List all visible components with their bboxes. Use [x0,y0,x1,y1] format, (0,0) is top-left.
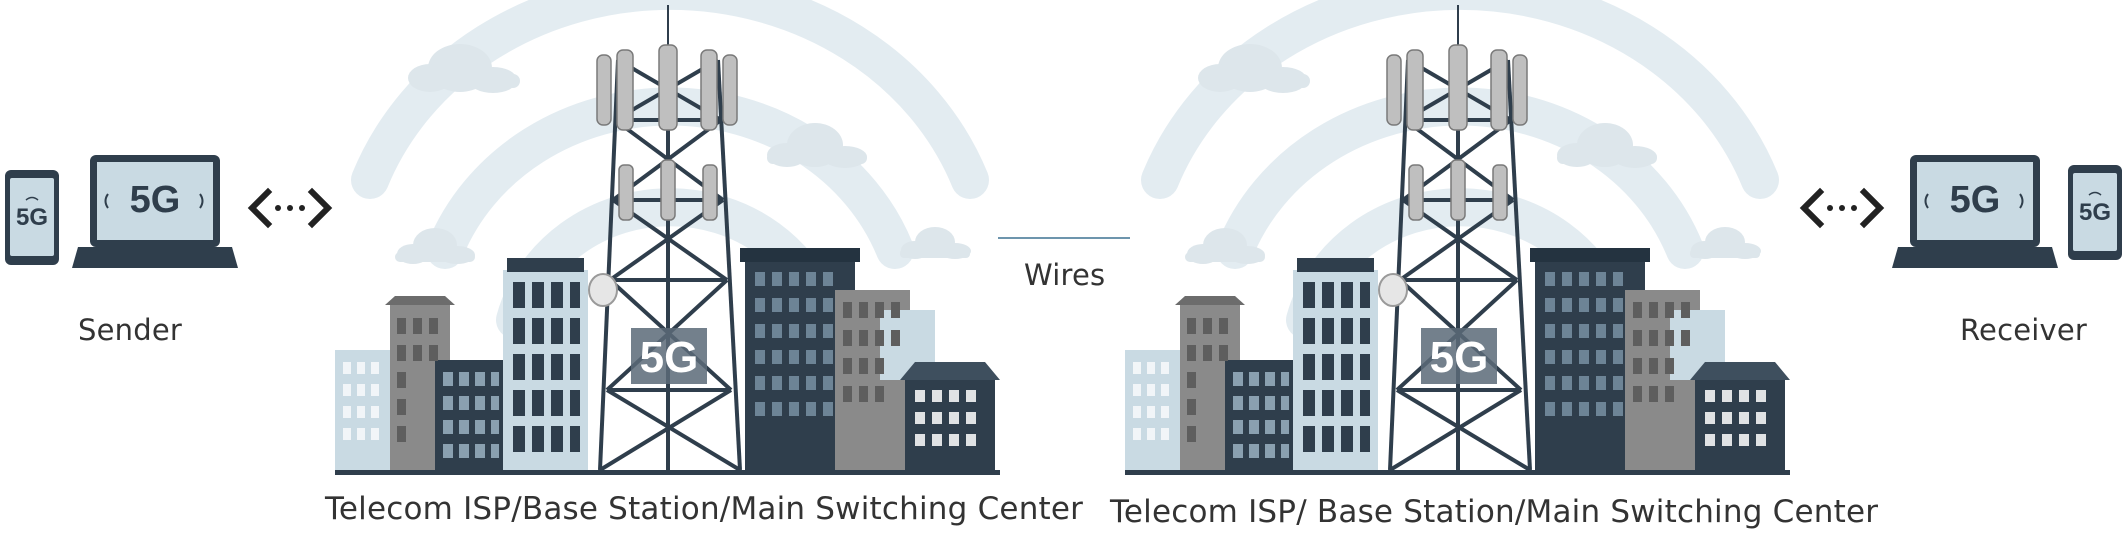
cloud-icon [395,44,971,264]
city-buildings-icon [335,248,1000,475]
station-right: 5G [1125,0,1795,480]
sender-phone-icon: 5G [5,170,59,265]
sender-devices: 5G 5G [0,150,340,290]
wire-label: Wires [1024,258,1106,292]
station-right-tower-text: 5G [1430,333,1489,382]
sender-laptop-icon: 5G [72,155,238,268]
cloud-icon [1185,44,1761,264]
station-left: 5G [335,0,1005,480]
receiver-label: Receiver [1960,313,2088,347]
sender-label: Sender [78,313,183,347]
receiver-connection-arrow-icon [1799,187,1885,229]
sender-connection-arrow-icon [247,187,333,229]
wire-line [998,237,1130,239]
station-left-tower-text: 5G [640,333,699,382]
station-left-caption: Telecom ISP/Base Station/Main Switching … [325,491,1084,527]
sender-phone-text: 5G [16,204,48,231]
receiver-devices: 5G 5G [1785,150,2125,290]
receiver-phone-icon: 5G [2068,165,2122,260]
station-right-caption: Telecom ISP/ Base Station/Main Switching… [1110,494,1879,530]
sender-laptop-text: 5G [130,179,181,221]
cell-tower-icon: 5G [588,5,742,472]
receiver-laptop-icon: 5G [1892,155,2058,268]
receiver-phone-text: 5G [2079,199,2111,226]
city-buildings-icon [1125,248,1790,475]
cell-tower-icon: 5G [1378,5,1532,472]
receiver-laptop-text: 5G [1950,179,2001,221]
